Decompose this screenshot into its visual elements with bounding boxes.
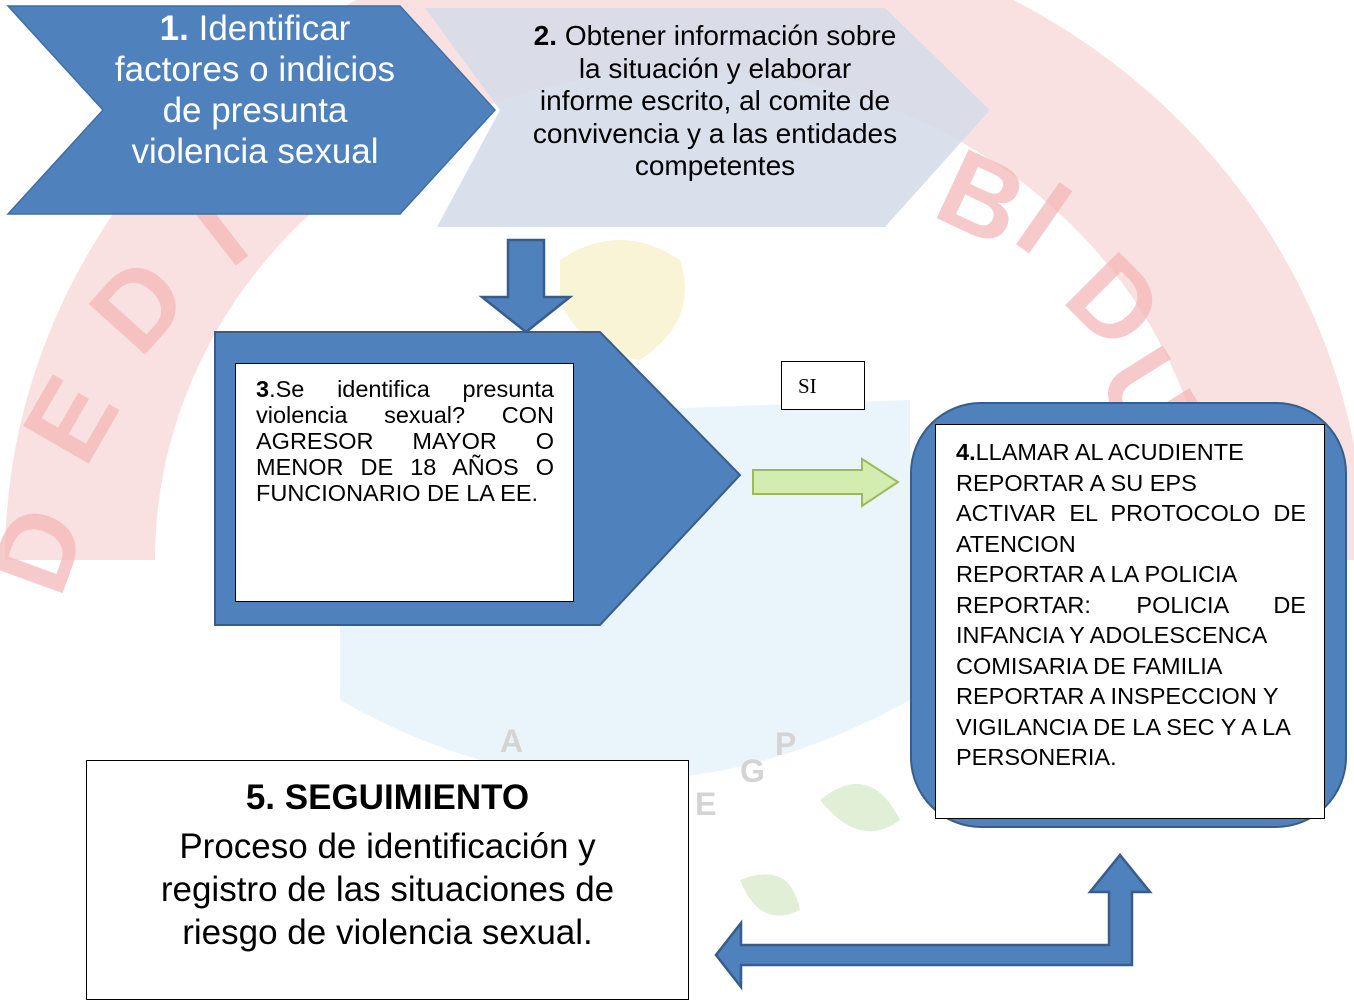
watermark-red-ring [5, 0, 1354, 561]
watermark-small-letter: P [775, 726, 796, 762]
step4-number: 4. [956, 439, 976, 465]
step1-chevron [6, 5, 497, 215]
step4-line: 4.LLAMAR AL ACUDIENTE [956, 437, 1306, 468]
decision-yes-label: SI [781, 361, 865, 410]
watermark-small-letter: A [500, 723, 523, 759]
step2-label: 2. Obtener información sobre la situació… [530, 20, 900, 183]
down-arrow [478, 238, 574, 334]
step4-line-text: LLAMAR AL ACUDIENTE [975, 439, 1244, 465]
step2-chevron [425, 8, 990, 227]
step4-label: 4.LLAMAR AL ACUDIENTE REPORTAR A SU EPS … [956, 437, 1306, 773]
step2-number: 2. [533, 20, 558, 51]
return-arrow [714, 853, 1153, 991]
step4-line: REPORTAR A SU EPS [956, 469, 1197, 496]
step4-line: REPORTAR A INSPECCION Y VIGILANCIA DE LA… [956, 683, 1290, 770]
watermark-small-letter: E [695, 786, 716, 822]
step5-box: 5. SEGUIMIENTO Proceso de identificación… [86, 760, 689, 1000]
step4-line: REPORTAR A LA POLICIA [956, 561, 1238, 587]
step1-text: Identificar factores o indicios de presu… [114, 9, 396, 171]
watermark-leaf-3 [740, 874, 800, 916]
step3-box: 3.Se identifica presunta violencia sexua… [235, 363, 574, 602]
step3-label: 3.Se identifica presunta violencia sexua… [256, 376, 554, 506]
watermark-small-letter: G [740, 753, 765, 789]
step5-title: 5. SEGUIMIENTO [245, 778, 530, 817]
step1-number: 1. [159, 9, 189, 48]
step2-text: Obtener información sobre la situación y… [532, 20, 898, 181]
step1-label: 1. Identificar factores o indicios de pr… [100, 8, 410, 172]
watermark-leaf-1 [820, 784, 900, 832]
step5-text: Proceso de identificación y registro de … [160, 827, 615, 952]
step4-line: COMISARIA DE FAMILIA [956, 652, 1223, 679]
step3-text: .Se identifica presunta violencia sexual… [256, 376, 554, 506]
right-arrow [752, 457, 900, 508]
step4-line: REPORTAR: POLICIA DE INFANCIA Y ADOLESCE… [956, 591, 1306, 649]
step4-line: ACTIVAR EL PROTOCOLO DE ATENCION [956, 500, 1306, 557]
watermark-yellow-sun [560, 240, 685, 360]
step3-number: 3 [256, 376, 270, 402]
step4-box: 4.LLAMAR AL ACUDIENTE REPORTAR A SU EPS … [935, 424, 1325, 819]
